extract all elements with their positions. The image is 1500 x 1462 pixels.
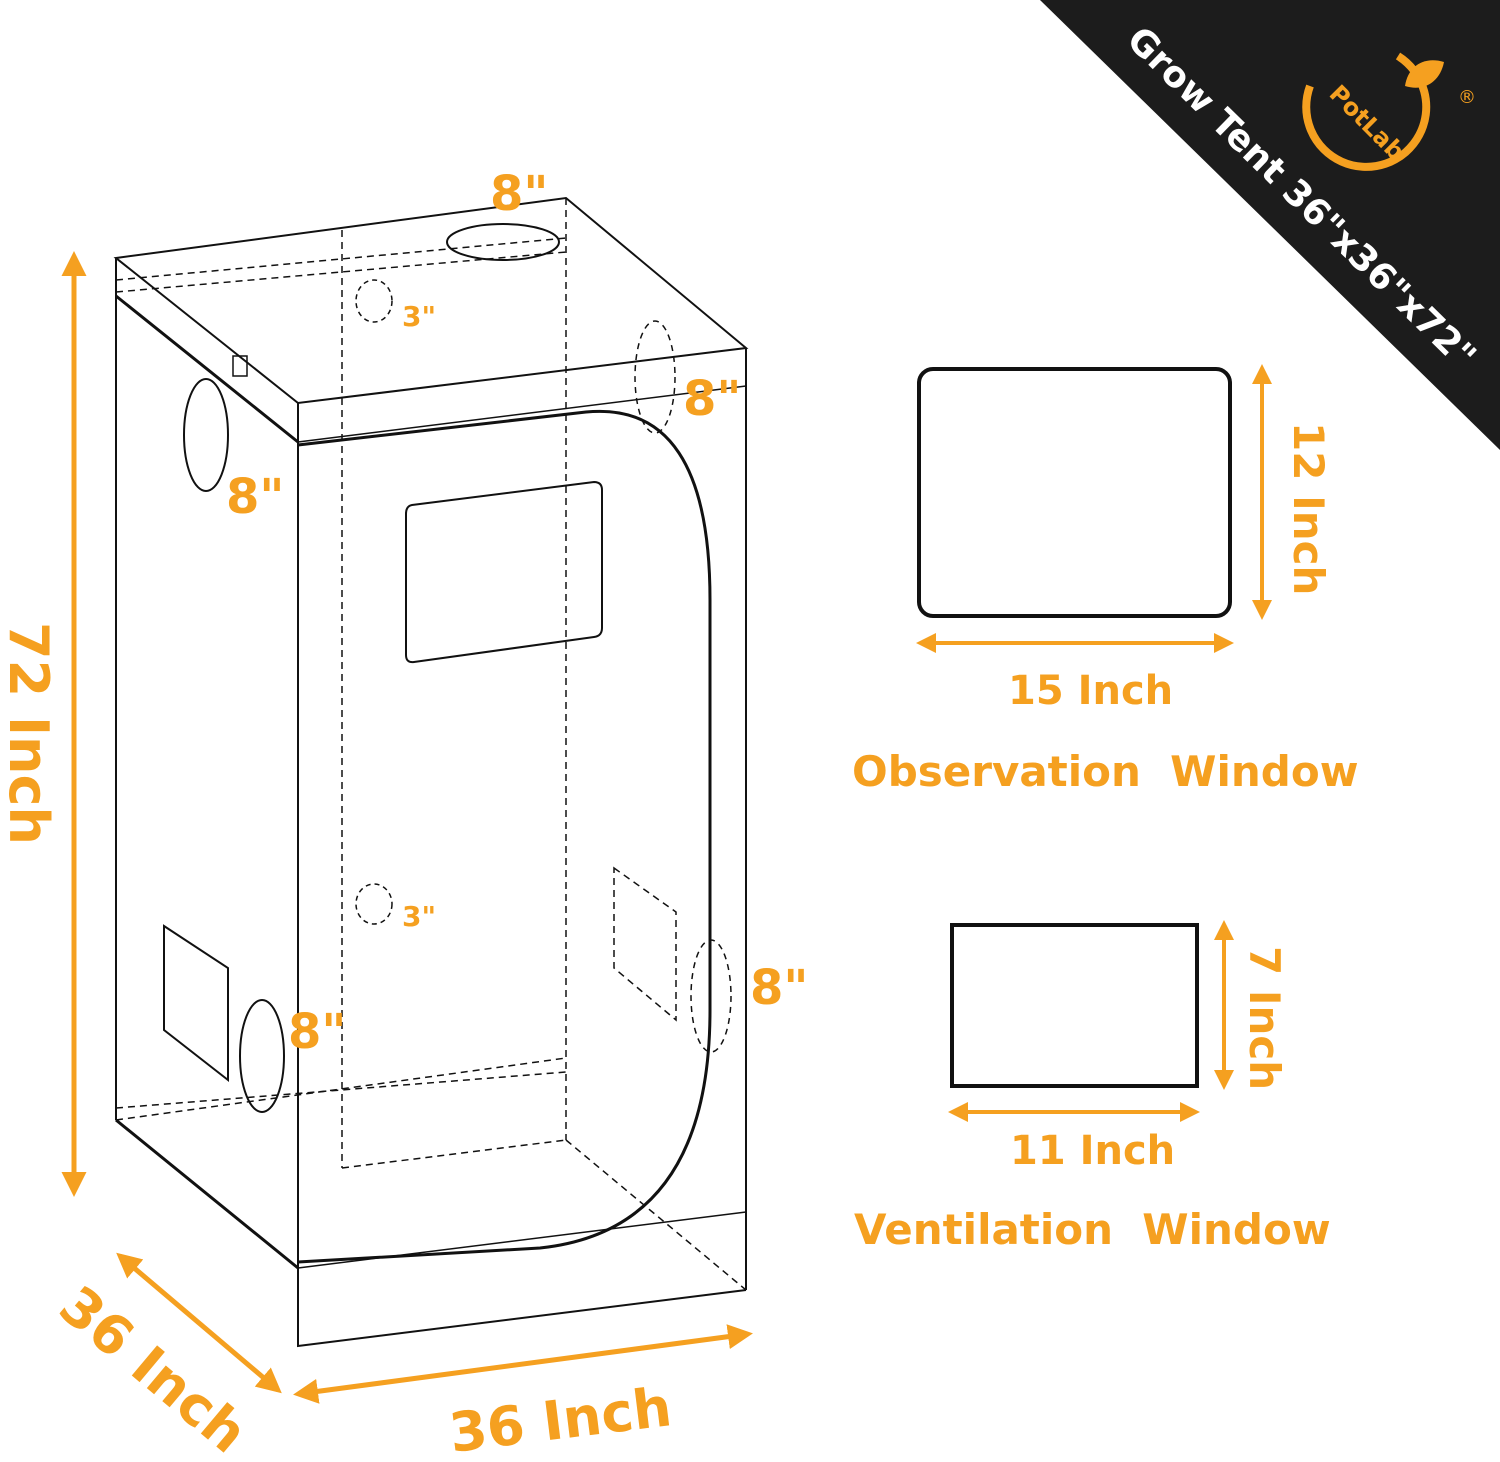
right-lower-8-port <box>690 939 732 1053</box>
registered-mark: ® <box>1458 87 1476 108</box>
tent-observation-window <box>405 480 603 664</box>
mid-3-port <box>355 883 393 925</box>
left-lower-8-port <box>239 999 285 1113</box>
mid-3-label: 3" <box>402 900 436 933</box>
ventilation-height-label: 7 Inch <box>1240 946 1289 1090</box>
tent-bottom-edges <box>115 1119 747 1348</box>
top-8-label: 8" <box>490 166 548 222</box>
top-3-label: 3" <box>402 300 436 333</box>
tent-ventilation-window-right <box>613 866 677 1022</box>
width-label: 36 Inch <box>446 1375 675 1458</box>
height-label: 72 Inch <box>0 622 60 845</box>
depth-arrow <box>116 1252 282 1394</box>
observation-window-title: Observation Window <box>852 747 1359 796</box>
zip-tag <box>232 355 248 377</box>
top-3-port <box>355 279 393 323</box>
top-8-port <box>446 223 560 261</box>
ventilation-width-label: 11 Inch <box>1010 1128 1175 1174</box>
back-right-8-port <box>634 320 676 434</box>
observation-window-detail: 12 Inch 15 Inch Observation Window <box>852 364 1359 796</box>
width-arrow <box>293 1324 753 1404</box>
tent-ventilation-window-left <box>163 924 229 1083</box>
left-lower-8-label: 8" <box>288 1004 346 1060</box>
observation-width-label: 15 Inch <box>1008 668 1173 714</box>
ventilation-window-detail: 7 Inch 11 Inch Ventilation Window <box>854 920 1331 1254</box>
ventilation-window-title: Ventilation Window <box>854 1205 1331 1254</box>
observation-height-label: 12 Inch <box>1284 422 1333 595</box>
left-upper-8-port <box>183 378 229 492</box>
port-labels: 8" 3" 8" 8" 8" 3" 8" <box>226 166 808 1060</box>
back-right-8-label: 8" <box>683 371 741 427</box>
leaf-icon <box>1405 60 1444 88</box>
ventilation-window-shape <box>950 923 1199 1088</box>
right-lower-8-label: 8" <box>750 960 808 1016</box>
corner-banner: Grow Tent 36"x36"x72" PotLab ® <box>1040 0 1500 450</box>
depth-label: 36 Inch <box>48 1274 259 1458</box>
observation-window-shape <box>917 367 1232 618</box>
left-upper-8-label: 8" <box>226 469 284 525</box>
front-door-zipper <box>297 409 712 1264</box>
tent-drawing <box>113 196 749 1348</box>
